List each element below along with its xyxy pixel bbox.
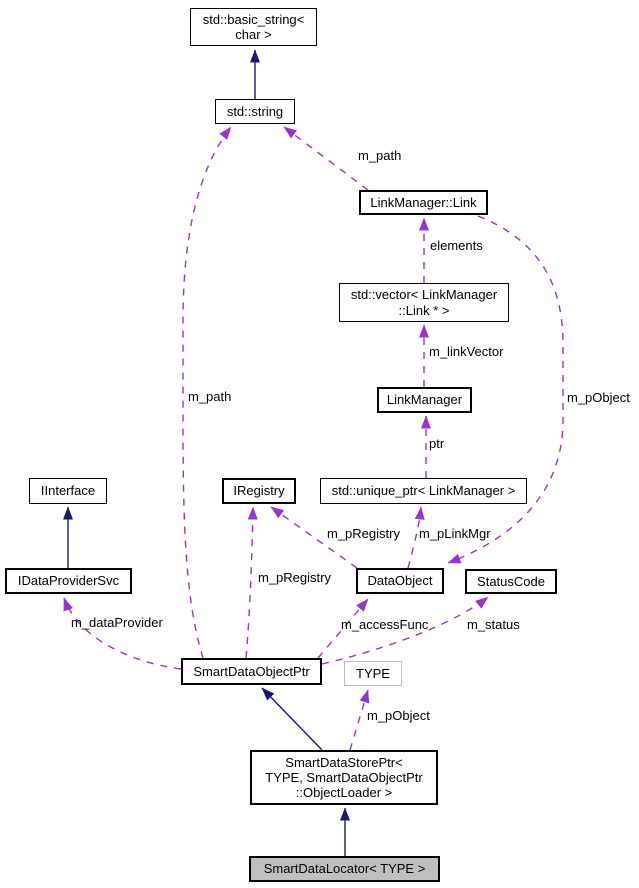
- edge-label-ptr: ptr: [429, 436, 445, 451]
- node-linkmanager-link[interactable]: LinkManager::Link: [359, 190, 488, 215]
- node-iregistry[interactable]: IRegistry: [222, 478, 296, 504]
- node-std-string: std::string: [215, 99, 295, 124]
- edge-usage-dataobject-iregistry-mpregistry: [270, 506, 358, 569]
- edge-usage-link-string-mpath: [283, 126, 369, 191]
- node-statuscode[interactable]: StatusCode: [465, 569, 557, 594]
- edge-usage-sdop-statuscode-mstatus: [321, 596, 489, 665]
- edge-usage-sdop-iregistry-mpregistry: [245, 506, 258, 659]
- node-dataobject[interactable]: DataObject: [356, 568, 444, 594]
- edge-label-m-dataprovider: m_dataProvider: [71, 615, 163, 630]
- edge-label-m-pobject-right: m_pObject: [567, 390, 630, 405]
- edge-label-m-path-top: m_path: [358, 148, 402, 163]
- edge-usage-dataobject-uniqueptr-mplinkmgr: [407, 506, 425, 569]
- edge-usage-link-dataobject-mpobject: [447, 215, 564, 564]
- node-std-vector-link: std::vector< LinkManager ::Link * >: [339, 283, 509, 322]
- node-std-basic-string: std::basic_string< char >: [190, 8, 317, 46]
- node-idataprovidersvc[interactable]: IDataProviderSvc: [5, 568, 132, 594]
- edge-label-m-linkvector: m_linkVector: [429, 344, 504, 359]
- edge-label-m-pregistry-sdop: m_pRegistry: [258, 570, 331, 585]
- edge-label-m-pregistry-dataobject: m_pRegistry: [327, 526, 400, 541]
- edge-label-m-path-left: m_path: [188, 389, 232, 404]
- edge-label-m-plinkmgr: m_pLinkMgr: [419, 526, 491, 541]
- node-type: TYPE: [344, 661, 402, 686]
- edge-inherit-sdsp-sdop: [261, 687, 323, 751]
- edge-label-m-pobject-bottom: m_pObject: [367, 708, 430, 723]
- edge-label-m-accessfunc: m_accessFunc: [341, 617, 429, 632]
- edge-usage-sdop-idataprovidersvc-mdataprovider: [63, 597, 182, 670]
- node-iinterface[interactable]: IInterface: [29, 478, 107, 504]
- node-smartdatastoreptr[interactable]: SmartDataStorePtr< TYPE, SmartDataObject…: [250, 750, 438, 805]
- node-smartdataobjectptr[interactable]: SmartDataObjectPtr: [181, 658, 322, 685]
- edge-usage-sdsp-type-mpobject: [349, 689, 370, 751]
- node-linkmanager[interactable]: LinkManager: [377, 387, 472, 413]
- edge-label-elements: elements: [430, 238, 483, 253]
- edge-label-m-status: m_status: [467, 617, 520, 632]
- node-smartdatalocator: SmartDataLocator< TYPE >: [249, 856, 440, 882]
- edge-usage-sdop-string-mpath: [182, 126, 232, 659]
- node-std-unique-ptr: std::unique_ptr< LinkManager >: [320, 478, 527, 504]
